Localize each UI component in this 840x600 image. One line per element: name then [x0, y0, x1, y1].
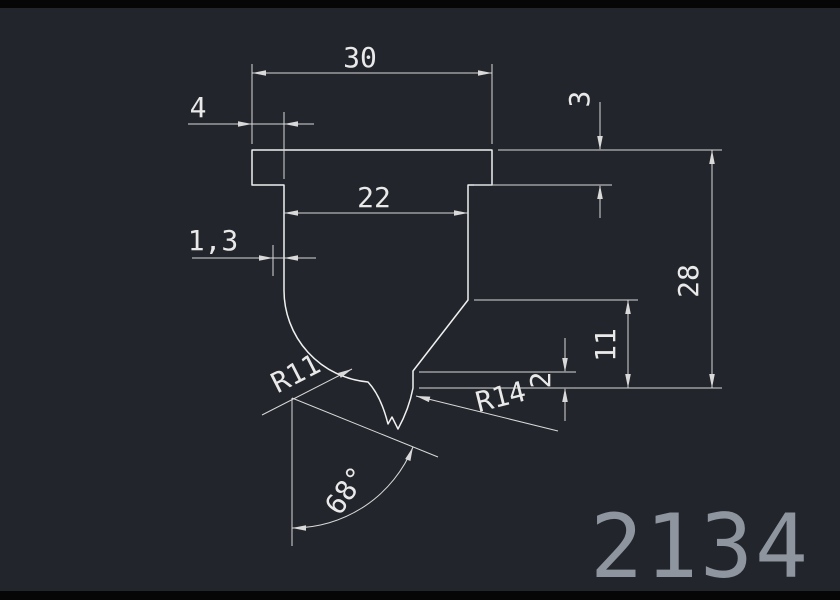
dim-label-tip-angle: 68° — [318, 460, 374, 520]
arrowhead — [338, 369, 352, 378]
dim-label-wall-thickness: 1,3 — [188, 224, 239, 257]
angle-ray — [291, 397, 439, 458]
dimension-overall-height: 28 — [672, 150, 715, 388]
leader-line — [261, 368, 353, 416]
dim-label-flange-thickness: 3 — [563, 91, 596, 108]
arrowhead — [284, 210, 298, 216]
dimension-top-width: 30 — [252, 41, 492, 76]
dimension-flange-thickness: 3 — [563, 91, 603, 218]
arrowhead — [709, 374, 715, 388]
arrowhead — [562, 358, 568, 372]
angle-arc — [291, 446, 414, 529]
dim-label-overall-height: 28 — [672, 264, 705, 298]
bottom-border — [0, 591, 840, 600]
arrowhead — [597, 185, 603, 199]
part-number: 2134 — [590, 495, 810, 598]
dim-label-body-width: 22 — [357, 181, 391, 214]
dimension-tip-step: 2 — [524, 338, 568, 421]
leader-line — [415, 395, 559, 432]
arrowhead — [252, 70, 266, 76]
arrowhead — [259, 255, 273, 261]
arrowhead — [284, 121, 298, 127]
dim-label-shoulder-height: 11 — [589, 328, 622, 362]
arrowhead — [597, 136, 603, 150]
arrowhead — [292, 525, 306, 531]
arrowhead — [478, 70, 492, 76]
dimension-tip-angle: 68° — [291, 397, 439, 546]
top-border — [0, 0, 840, 8]
dimension-wall-thickness: 1,3 — [188, 224, 316, 261]
dim-label-tip-step: 2 — [524, 372, 557, 389]
dim-label-inner-radius: R11 — [266, 347, 326, 399]
arrowhead — [709, 150, 715, 164]
arrowhead — [562, 388, 568, 402]
profile-outline — [251, 149, 493, 430]
arrowhead — [454, 210, 468, 216]
arrowhead — [284, 255, 298, 261]
dimension-inner-radius: R11 — [261, 347, 353, 416]
arrowhead — [625, 300, 631, 314]
dimension-body-width: 22 — [284, 181, 468, 216]
arrowhead — [416, 396, 431, 403]
arrowhead — [625, 374, 631, 388]
dimension-left-lip: 4 — [188, 91, 314, 127]
dimension-shoulder-height: 11 — [589, 300, 631, 388]
dim-label-outer-radius: R14 — [472, 375, 529, 419]
arrowhead — [405, 447, 413, 461]
arrowhead — [238, 121, 252, 127]
dim-label-top-width: 30 — [343, 41, 377, 74]
extension-lines — [251, 64, 722, 389]
dim-label-left-lip: 4 — [190, 91, 207, 124]
